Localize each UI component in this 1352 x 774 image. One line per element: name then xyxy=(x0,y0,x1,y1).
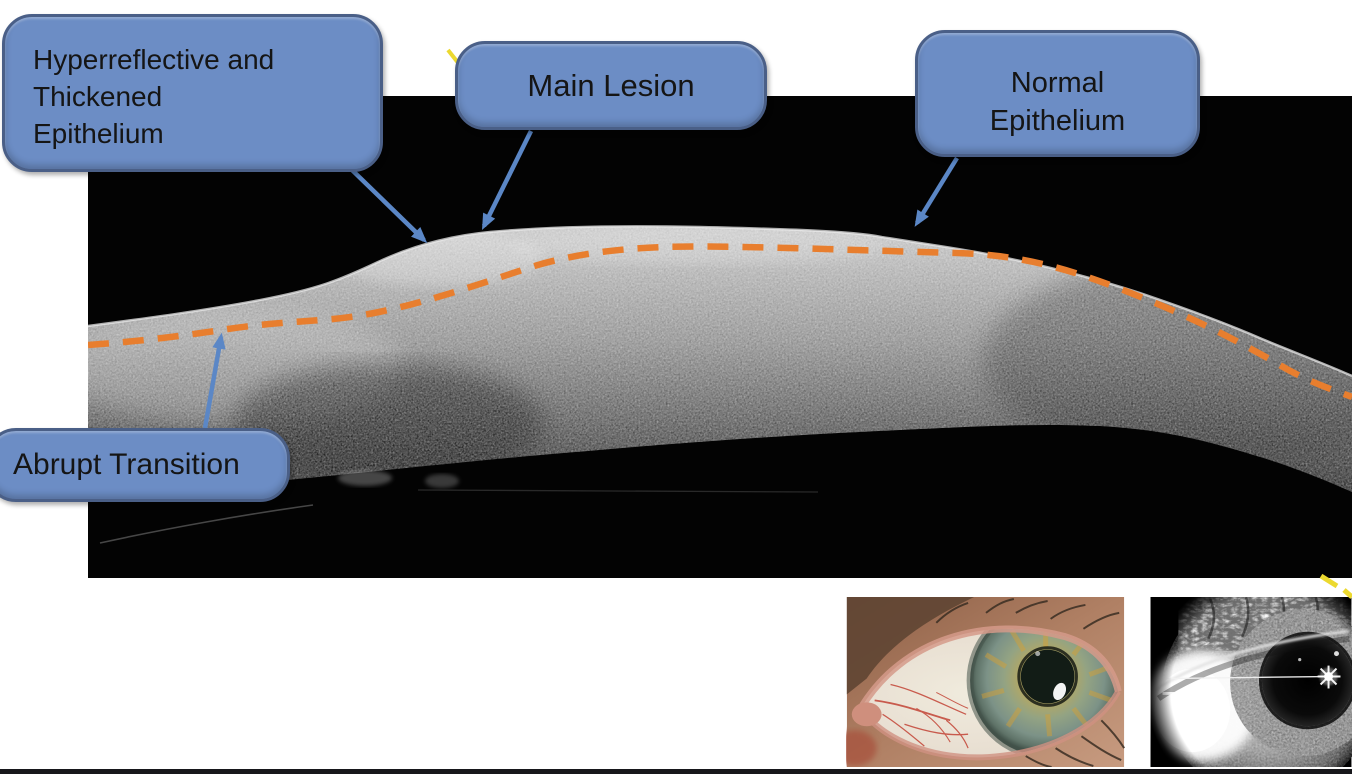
callout-main-lesion: Main Lesion xyxy=(455,41,767,130)
brow-lash-mass xyxy=(846,597,975,695)
cornea-band xyxy=(88,225,1352,503)
caruncle xyxy=(851,702,882,727)
callout-normal-epithelium: Normal Epithelium xyxy=(915,30,1200,157)
callout-abrupt-transition: Abrupt Transition xyxy=(0,428,290,502)
callout-line: Main Lesion xyxy=(527,67,695,103)
upper-lid-margin xyxy=(857,625,1122,711)
callout-line: Abrupt Transition xyxy=(13,448,240,481)
eye-photo-grayscale xyxy=(1150,597,1352,767)
epithelium-dashed-trace xyxy=(88,243,1352,401)
callout-line: Thickened xyxy=(33,81,163,112)
eyelashes xyxy=(935,598,1125,767)
cornea-surface-line xyxy=(88,225,1352,378)
callout-hyperreflective-epithelium: Hyperreflective and Thickened Epithelium xyxy=(2,14,383,172)
lower-lid-margin xyxy=(858,689,1121,761)
vignette xyxy=(1150,597,1352,767)
callout-line: Normal xyxy=(1010,67,1105,99)
oct-scan-image xyxy=(88,96,1352,578)
oct-scan-graphic xyxy=(88,96,1352,578)
callout-line: Hyperreflective and xyxy=(33,44,275,75)
callout-line: Epithelium xyxy=(33,118,164,149)
eye-photo-color xyxy=(846,597,1125,767)
bottom-border-line xyxy=(0,769,1352,774)
yellow-tick-bottom-2 xyxy=(1342,588,1352,599)
oct-faint-reflections xyxy=(99,470,819,544)
callout-line: Epithelium xyxy=(989,105,1126,137)
